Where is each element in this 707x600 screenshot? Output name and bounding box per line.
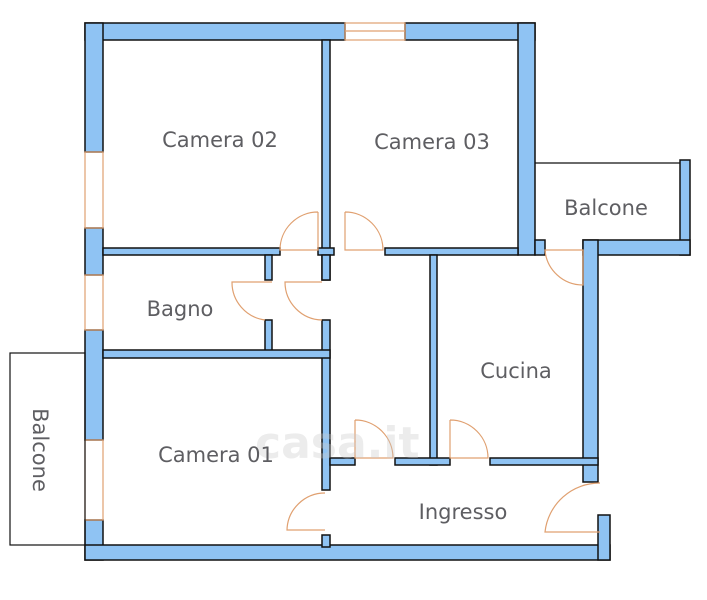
room-label-cucina: Cucina bbox=[480, 359, 552, 383]
watermark: casa.it bbox=[255, 418, 420, 469]
room-label-camera-01: Camera 01 bbox=[158, 443, 274, 467]
room-label-balcone-left: Balcone bbox=[28, 408, 52, 492]
room-label-camera-02: Camera 02 bbox=[162, 128, 278, 152]
walls bbox=[84, 22, 691, 561]
room-label-balcone-right: Balcone bbox=[564, 196, 648, 220]
room-label-camera-03: Camera 03 bbox=[374, 130, 490, 154]
room-label-ingresso: Ingresso bbox=[418, 500, 508, 524]
room-label-bagno: Bagno bbox=[146, 297, 214, 321]
windows-and-doors bbox=[9, 22, 680, 546]
